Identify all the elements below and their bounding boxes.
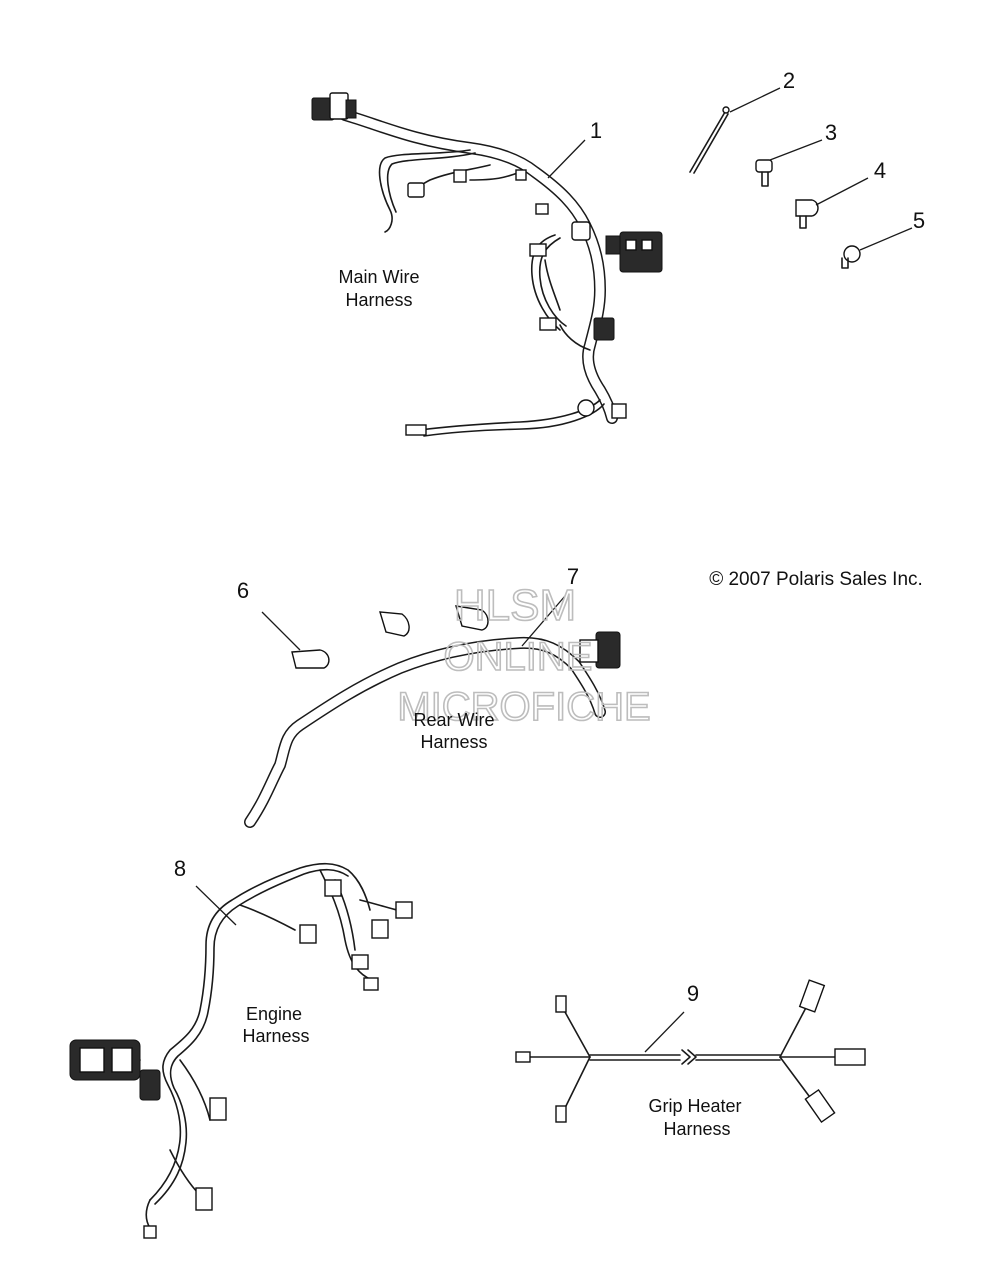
callout-8: 8: [174, 856, 186, 881]
callout-7: 7: [567, 564, 579, 589]
rear-harness-caption-line1: Rear Wire: [413, 710, 494, 730]
leader-lines: [195, 87, 913, 1053]
clip-3[interactable]: [755, 159, 773, 187]
callout-2: 2: [783, 68, 795, 93]
cable-tie[interactable]: [689, 106, 730, 174]
callout-3: 3: [825, 120, 837, 145]
engine-harness-caption-line1: Engine: [246, 1004, 302, 1024]
callout-5: 5: [913, 208, 925, 233]
callout-6: 6: [237, 578, 249, 603]
captions: Main Wire Harness Rear Wire Harness Engi…: [242, 267, 741, 1139]
clip-5[interactable]: [841, 245, 861, 269]
callout-numbers: 1 2 3 4 5 6 7 8 9: [174, 68, 925, 1006]
engine-harness-caption-line2: Harness: [242, 1026, 309, 1046]
watermark-line1: HLSM: [454, 581, 576, 630]
grip-harness-caption-line1: Grip Heater: [648, 1096, 741, 1116]
rear-wire-harness[interactable]: [244, 631, 621, 828]
callout-9: 9: [687, 981, 699, 1006]
main-harness-caption-line2: Harness: [345, 290, 412, 310]
grip-harness-caption-line2: Harness: [663, 1119, 730, 1139]
callout-4: 4: [874, 158, 886, 183]
copyright-notice: © 2007 Polaris Sales Inc.: [709, 569, 923, 590]
main-wire-harness[interactable]: [311, 92, 663, 437]
watermark: HLSM ONLINE MICROFICHE: [397, 580, 652, 730]
watermark-line2: ONLINE: [444, 635, 593, 679]
main-harness-caption-line1: Main Wire: [338, 267, 419, 287]
watermark-line3: MICROFICHE: [397, 685, 650, 729]
grip-heater-harness[interactable]: [515, 979, 866, 1124]
engine-harness[interactable]: [69, 862, 413, 1239]
rear-clip-6[interactable]: [291, 605, 489, 669]
callout-1: 1: [590, 118, 602, 143]
rear-harness-caption-line2: Harness: [420, 732, 487, 752]
clip-4[interactable]: [795, 199, 819, 229]
